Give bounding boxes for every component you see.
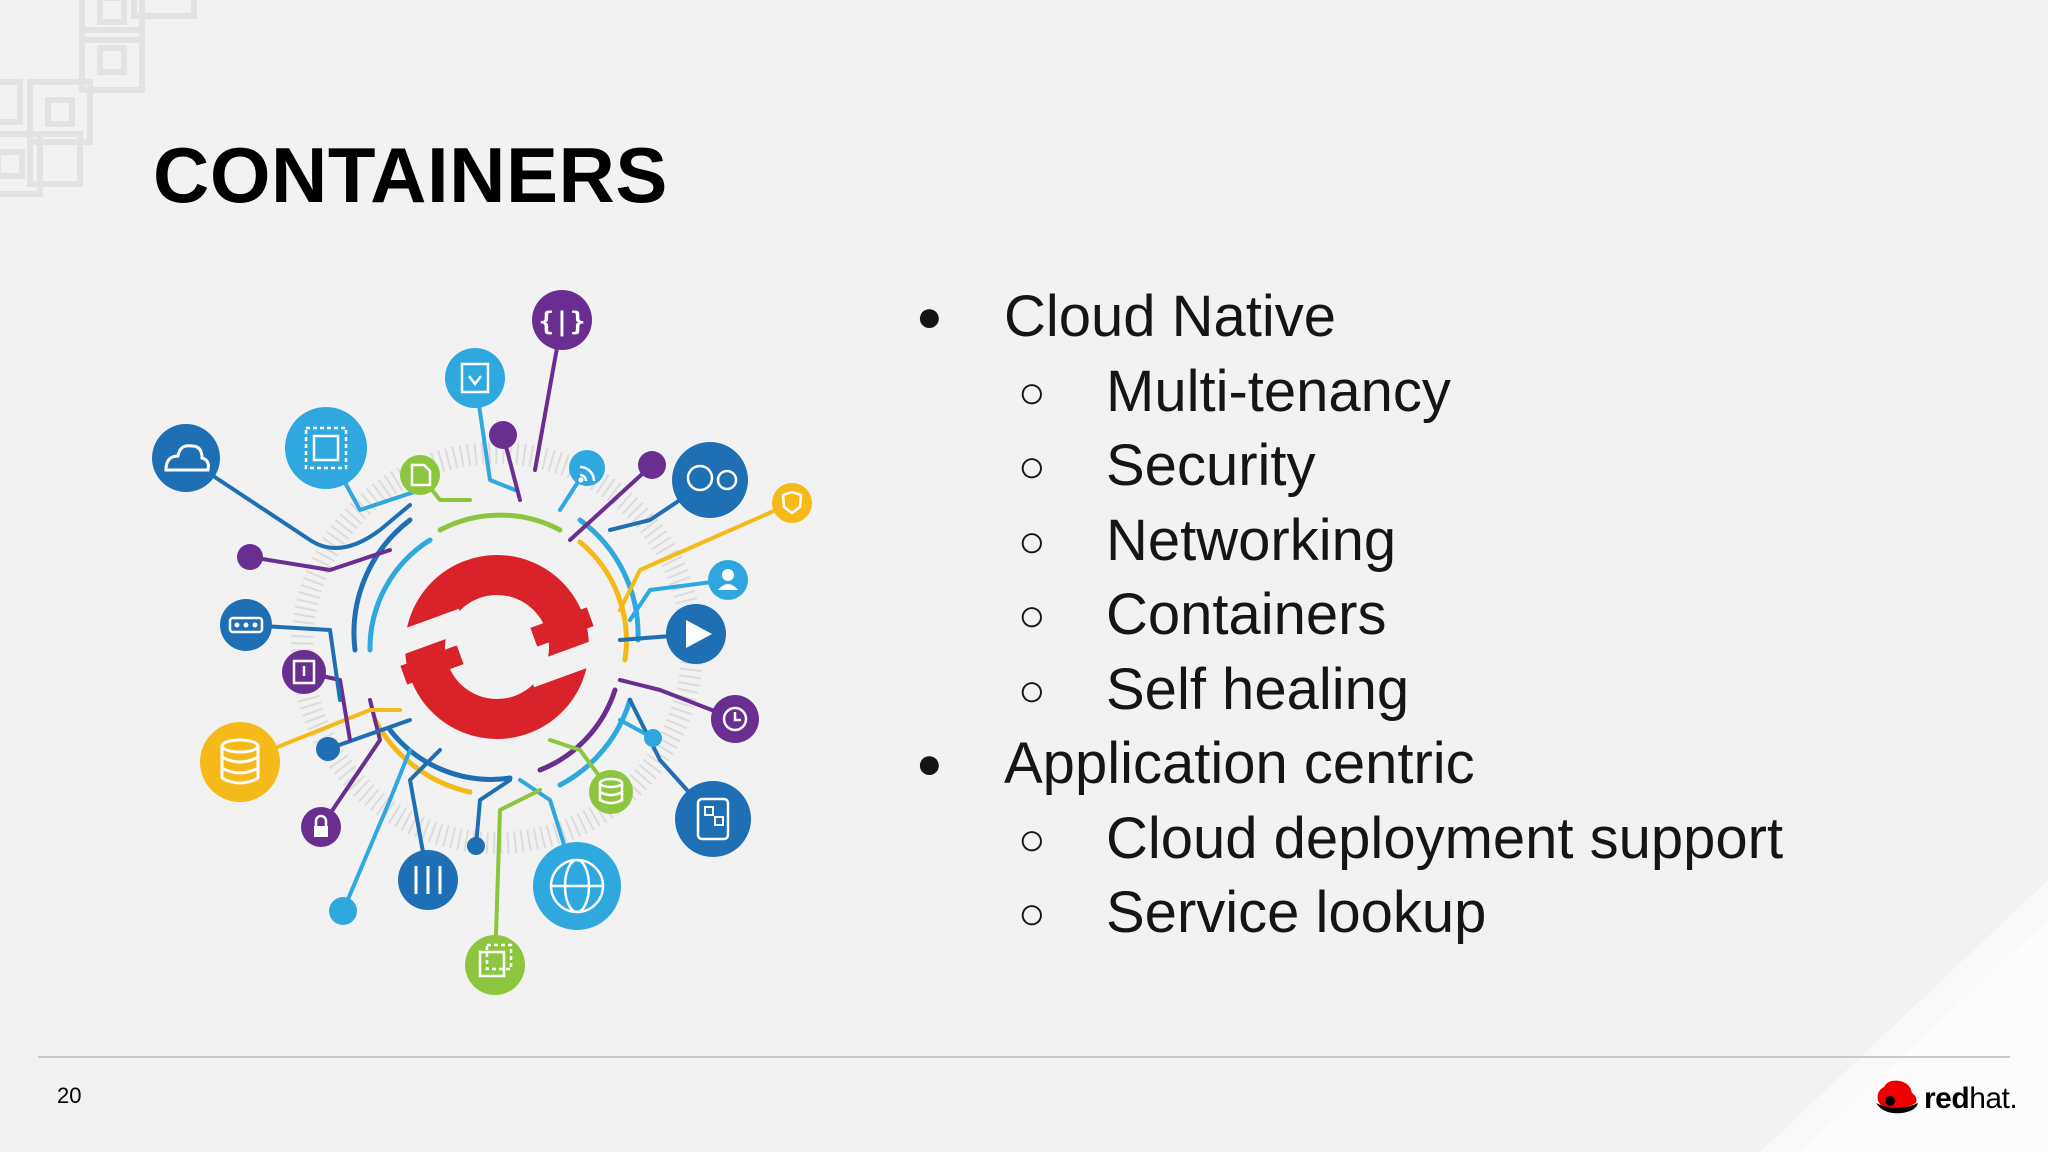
bullet-item: ○ Cloud deployment support [900,802,1783,877]
bullet-text: Multi-tenancy [1106,358,1451,424]
server-icon [589,770,633,814]
bullet-item: ○ Networking [900,504,1783,579]
code-icon: {|} [532,290,592,350]
openshift-logo-icon [393,555,600,739]
bullet-item: ● Application centric [900,727,1783,802]
redhat-hat-icon [1876,1080,1918,1114]
download-icon [445,348,505,408]
drive-icon [282,650,326,694]
footer-divider [38,1056,2010,1058]
clock-icon [711,695,759,743]
play-icon [666,604,726,664]
redhat-wordmark: redhat. [1924,1082,2018,1115]
bullet-marker: ○ [1018,365,1046,418]
bullet-text: Security [1106,433,1316,498]
layers-icon [285,407,367,489]
bullet-text: Containers [1106,582,1387,647]
redhat-logo: redhat. [1872,1075,2018,1121]
shield-icon [772,483,812,523]
bullet-item: ○ Self healing [900,653,1783,728]
bullet-text: Application centric [1004,731,1475,796]
bullet-item: ○ Security [900,429,1783,504]
user-icon [708,560,748,600]
bullet-text: Self healing [1106,656,1410,722]
hardware-icon [220,599,272,651]
bullet-marker: ● [916,739,943,788]
slide-title: CONTAINERS [153,131,668,219]
bullet-text: Networking [1106,507,1397,573]
bullet-marker: ○ [1018,440,1046,492]
lock-icon [301,807,341,847]
bullet-marker: ○ [1018,514,1046,567]
page-number: 20 [57,1083,82,1108]
tools-icon [398,850,458,910]
document-icon [400,455,440,495]
bullet-item: ● Cloud Native [900,280,1783,355]
bullet-marker: ● [916,292,943,341]
containers-illustration: {|} [152,290,812,995]
bullet-list: ● Cloud Native ○ Multi-tenancy ○ Security ○… [900,280,1783,951]
svg-text:{|}: {|} [539,307,586,337]
bullet-marker: ○ [1018,663,1046,716]
bullet-marker: ○ [1018,812,1046,865]
network-icon [672,442,748,518]
bullet-text: Cloud deployment support [1106,805,1784,871]
bullet-text: Cloud Native [1004,284,1337,349]
bullet-item: ○ Service lookup [900,876,1783,951]
globe-icon [533,842,621,930]
mobile-icon [675,781,751,857]
bullet-item: ○ Multi-tenancy [900,355,1783,430]
bullet-text: Service lookup [1106,880,1487,945]
bullet-item: ○ Containers [900,578,1783,653]
corner-pattern-decoration [0,0,197,197]
cloud-icon [152,424,220,492]
rss-icon [569,450,605,486]
database-icon [200,722,280,802]
cube-icon [465,935,525,995]
bullet-marker: ○ [1018,887,1046,939]
bullet-marker: ○ [1018,589,1046,641]
